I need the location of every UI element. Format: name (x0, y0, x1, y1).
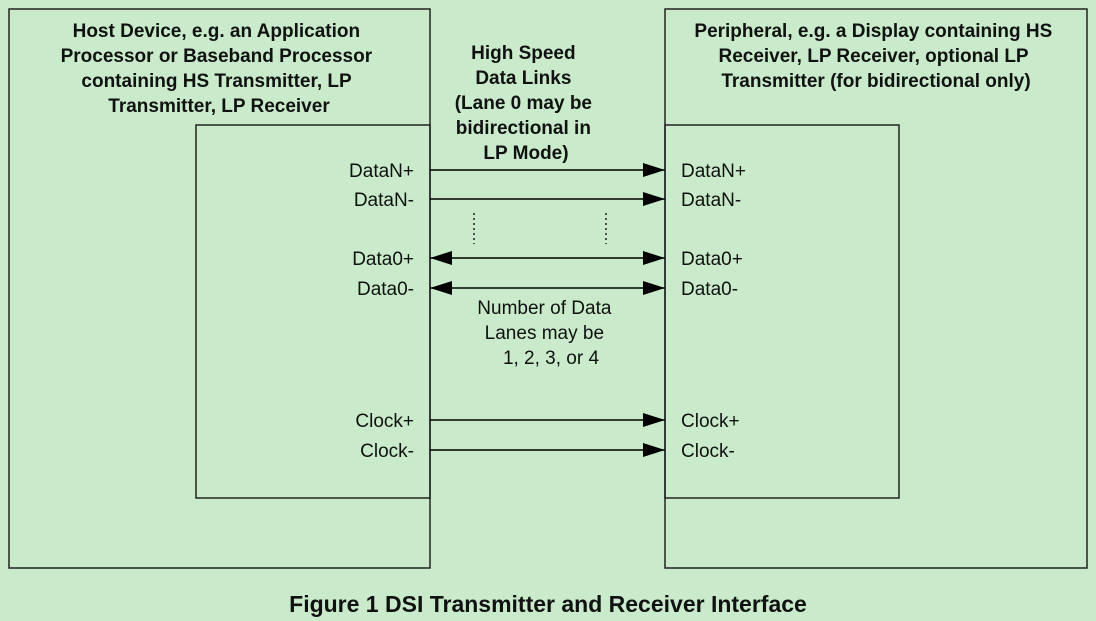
peripheral-signal-label: Clock- (681, 441, 735, 462)
peripheral-label-line: Transmitter (for bidirectional only) (721, 71, 1030, 92)
peripheral-label-line: Peripheral, e.g. a Display containing HS (694, 21, 1052, 42)
link-note-line: bidirectional in (456, 118, 591, 139)
link-note-line: High Speed (471, 43, 576, 64)
link-note-line: Data Links (475, 68, 571, 89)
peripheral-signal-label: Clock+ (681, 411, 740, 432)
host-signal-label: DataN+ (349, 161, 414, 182)
lane-count-note: Number of Data Lanes may be 1, 2, 3, or … (477, 298, 616, 369)
lane-note-line: 1, 2, 3, or 4 (503, 348, 600, 369)
host-label-line: Transmitter, LP Receiver (108, 96, 330, 117)
host-signal-label: DataN- (354, 190, 414, 211)
peripheral-signal-label: Data0+ (681, 249, 743, 270)
peripheral-label: Peripheral, e.g. a Display containing HS… (694, 21, 1057, 92)
host-device-label: Host Device, e.g. an Application Process… (61, 21, 378, 117)
signal-layer: DataN+ DataN+ DataN- DataN- Data0+ Data0+ Data… (349, 161, 746, 462)
peripheral-signal-label: DataN- (681, 190, 741, 211)
host-signal-label: Clock- (360, 441, 414, 462)
lane-note-line: Number of Data (477, 298, 612, 319)
peripheral-signal-label: DataN+ (681, 161, 746, 182)
host-label-line: Host Device, e.g. an Application (73, 21, 361, 42)
dsi-interface-diagram: Host Device, e.g. an Application Process… (8, 8, 1088, 569)
host-signal-label: Data0- (357, 279, 414, 300)
host-signal-label: Clock+ (355, 411, 414, 432)
peripheral-signal-label: Data0- (681, 279, 738, 300)
figure-caption: Figure 1 DSI Transmitter and Receiver In… (289, 591, 807, 617)
host-signal-label: Data0+ (352, 249, 414, 270)
link-note-line: (Lane 0 may be (455, 93, 592, 114)
peripheral-label-line: Receiver, LP Receiver, optional LP (718, 46, 1028, 67)
link-note-line: LP Mode) (483, 143, 568, 164)
link-note: High Speed Data Links (Lane 0 may be bid… (455, 43, 598, 164)
host-label-line: Processor or Baseband Processor (61, 46, 373, 67)
host-label-line: containing HS Transmitter, LP (81, 71, 352, 92)
lane-note-line: Lanes may be (485, 323, 604, 344)
peripheral-inner-box (664, 124, 900, 499)
host-inner-box (195, 124, 431, 499)
